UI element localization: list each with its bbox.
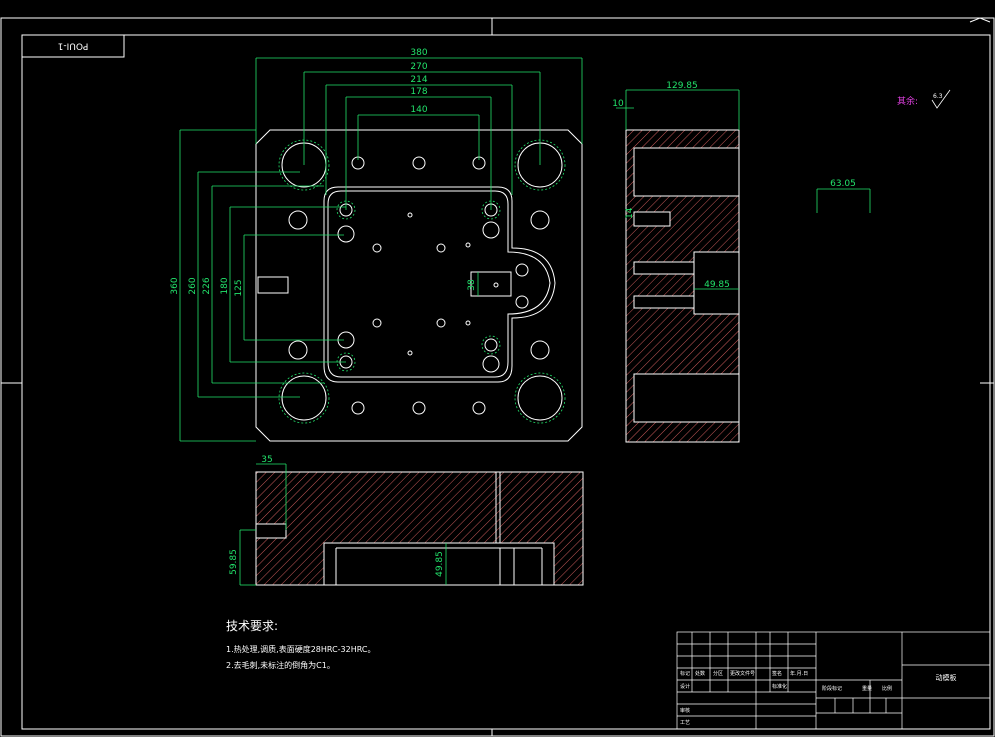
plan-hole	[517, 375, 563, 421]
dim-h-0: 380	[410, 48, 427, 58]
dim-h-2: 214	[410, 75, 427, 85]
plan-hole	[465, 320, 471, 326]
roughness-label: 其余:	[897, 95, 918, 107]
detail-dimension	[816, 188, 871, 213]
plan-hole	[530, 340, 550, 360]
tb-review: 审核	[680, 707, 690, 714]
tb-design: 设计	[680, 683, 690, 690]
plan-hole	[482, 355, 500, 373]
tech-note-2: 2.去毛刺,未标注的倒角为C1。	[226, 660, 335, 670]
bottom-dimensions	[239, 463, 447, 586]
dim-bottom-left: 59.85	[229, 549, 239, 575]
section-view	[625, 129, 740, 443]
plan-hole	[281, 375, 327, 421]
dim-h-1: 270	[410, 62, 427, 72]
plan-hole	[482, 221, 500, 239]
plan-hole	[288, 210, 308, 230]
tech-requirements: 技术要求: 1.热处理,调质,表面硬度28HRC-32HRC。 2.去毛刺,未标…	[226, 619, 376, 670]
part-code: POUI-1	[58, 41, 89, 51]
dim-h-4: 140	[410, 105, 427, 115]
tb-row-0: 标记	[680, 670, 690, 677]
roughness-value: 6.3	[933, 93, 943, 100]
tb-process: 工艺	[680, 720, 690, 726]
plan-hole	[412, 401, 426, 415]
plate-outline	[255, 129, 583, 442]
part-name: 动模板	[936, 673, 957, 682]
plan-view	[255, 129, 583, 442]
plan-hole-ring	[336, 200, 356, 220]
plan-dimension-texts: 380 270 214 178 140 360 260 226 180 125 …	[170, 48, 477, 297]
dim-section-tiny: 14	[625, 207, 635, 219]
plan-hole	[484, 338, 498, 352]
plan-hole-ring	[481, 335, 501, 355]
tb-row-1: 处数	[695, 670, 705, 677]
tb-row-2: 分区	[713, 670, 723, 677]
roughness-note: 其余: 6.3	[897, 89, 951, 109]
tech-title: 技术要求:	[226, 619, 278, 633]
tb-row-4: 签名	[772, 670, 782, 677]
plan-hole	[372, 243, 382, 253]
plan-hole	[412, 156, 426, 170]
tech-note-1: 1.热处理,调质,表面硬度28HRC-32HRC。	[226, 644, 376, 654]
plan-hole	[337, 225, 355, 243]
plan-hole	[465, 242, 471, 248]
dim-detail: 63.05	[830, 179, 856, 189]
plan-dimension-lines	[179, 57, 583, 442]
title-block-texts: 标记 处数 分区 更改文件号 签名 年.月.日 设计 标准化 审核 工艺 阶段标…	[680, 670, 957, 726]
plan-hole	[436, 318, 446, 328]
tb-standard: 标准化	[772, 683, 787, 690]
dim-v-0: 360	[170, 277, 180, 294]
side-slot	[257, 276, 289, 294]
dim-v-3: 180	[220, 277, 230, 294]
tb-phase: 阶段标记	[822, 685, 842, 692]
bottom-view	[255, 471, 584, 586]
plan-hole	[288, 340, 308, 360]
plan-hole	[407, 212, 413, 218]
plan-hole	[407, 350, 413, 356]
plan-hole	[493, 282, 499, 288]
plan-holes	[278, 139, 566, 424]
sheet-border	[0, 17, 995, 737]
part-code-box: POUI-1	[21, 34, 125, 58]
plan-hole-ring	[481, 200, 501, 220]
dim-pocket-width: 38	[467, 279, 477, 291]
dim-v-1: 260	[188, 277, 198, 294]
tb-row-3: 更改文件号	[730, 670, 755, 677]
pocket-outline	[323, 186, 556, 383]
dim-section-depth: 49.85	[704, 280, 730, 290]
dim-side-35: 35	[261, 455, 272, 465]
dim-section-left: 10	[612, 99, 624, 109]
plan-hole	[515, 263, 529, 277]
dim-h-3: 178	[410, 87, 427, 97]
dim-section-top: 129.85	[666, 81, 698, 91]
dim-v-2: 226	[202, 277, 212, 294]
title-block	[676, 631, 991, 730]
plan-hole	[472, 401, 486, 415]
plan-hole	[436, 243, 446, 253]
plan-hole-ring	[514, 372, 566, 424]
plan-hole	[351, 401, 365, 415]
plan-hole	[515, 295, 529, 309]
dim-bottom-pocket: 49.85	[435, 551, 445, 577]
roughness-symbol	[931, 89, 951, 109]
tb-row-5: 年.月.日	[790, 670, 808, 677]
dim-v-4: 125	[234, 279, 244, 296]
plan-hole	[530, 210, 550, 230]
tb-scale: 比例	[882, 685, 892, 692]
tb-weight: 重量	[862, 685, 872, 692]
section-dimensions	[616, 89, 740, 290]
plan-hole-ring	[278, 372, 330, 424]
plan-hole	[372, 318, 382, 328]
